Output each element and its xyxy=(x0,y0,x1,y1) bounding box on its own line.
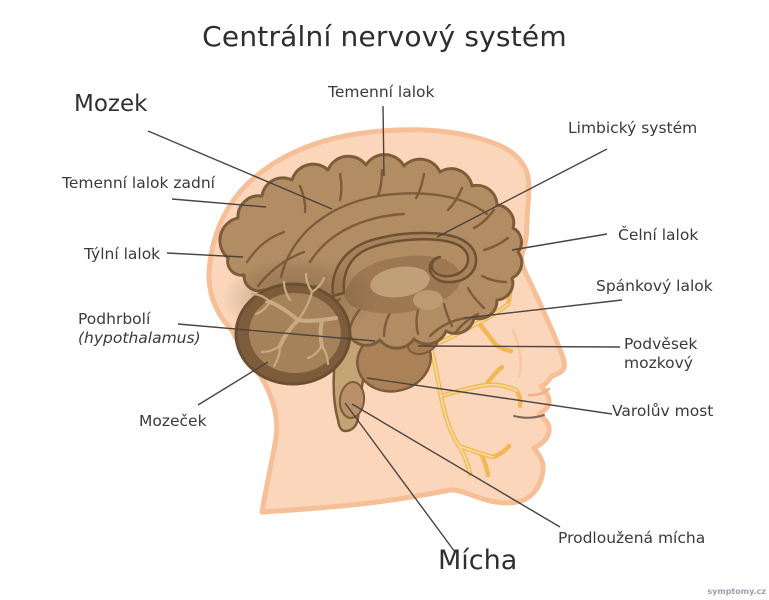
label-podvesek-mozkovy: Podvěsek mozkový xyxy=(624,335,697,373)
label-mozecek: Mozeček xyxy=(139,412,207,430)
facial-nerves-icon xyxy=(425,279,523,478)
leader-line-temenni-lalok-zadni xyxy=(171,198,267,208)
leader-line-micha xyxy=(344,402,456,553)
thalamus-highlight xyxy=(370,266,430,298)
corpus-callosum xyxy=(331,231,478,298)
medulla xyxy=(338,381,366,419)
leader-line-podvesek-mozkovy xyxy=(417,345,621,348)
label-celni-lalok: Čelní lalok xyxy=(618,226,699,244)
leader-line-temenni-lalok xyxy=(382,105,385,177)
label-podhrboli: Podhrbolí (hypothalamus) xyxy=(78,310,201,348)
label-prodlouzena-micha: Prodloužená mícha xyxy=(558,529,706,547)
label-spankovy-lalok: Spánkový lalok xyxy=(596,277,713,295)
label-podhrboli-main: Podhrbolí xyxy=(78,310,151,328)
label-limbicky-system: Limbický systém xyxy=(568,119,698,137)
cheek-fold-line xyxy=(511,328,522,378)
leader-lines xyxy=(147,105,623,553)
leader-line-mozek xyxy=(147,130,333,210)
arbor-vitae-branches xyxy=(250,272,338,368)
label-temenni-lalok-zadni: Temenní lalok zadní xyxy=(62,174,215,192)
leader-line-tylni-lalok xyxy=(166,252,244,258)
label-micha: Mícha xyxy=(438,545,518,576)
thalamus-small xyxy=(413,290,443,310)
leader-line-celni-lalok xyxy=(511,233,608,251)
leader-line-mozecek xyxy=(197,361,269,406)
label-temenni-lalok: Temenní lalok xyxy=(328,83,435,101)
leader-line-podhrboli xyxy=(177,323,376,342)
nostril-line xyxy=(527,387,551,397)
mouth-line xyxy=(513,414,545,419)
label-podhrboli-latin: (hypothalamus) xyxy=(78,329,201,347)
leader-line-spankovy-lalok xyxy=(464,299,623,319)
leader-line-varoluv-most xyxy=(366,377,613,415)
face-profile-lines xyxy=(511,328,551,419)
label-mozek: Mozek xyxy=(74,91,148,117)
leader-line-prodlouzena-micha xyxy=(351,403,561,528)
watermark-symptomy-cz: symptomy.cz xyxy=(707,587,766,596)
label-podvesek-line1: Podvěsek xyxy=(624,335,698,353)
label-varoluv-most: Varolův most xyxy=(612,402,714,420)
label-tylni-lalok: Týlní lalok xyxy=(84,245,161,263)
leader-line-limbicky-system xyxy=(436,148,608,238)
label-podvesek-line2: mozkový xyxy=(624,354,693,372)
diagram-title: Centrální nervový systém xyxy=(202,20,567,53)
